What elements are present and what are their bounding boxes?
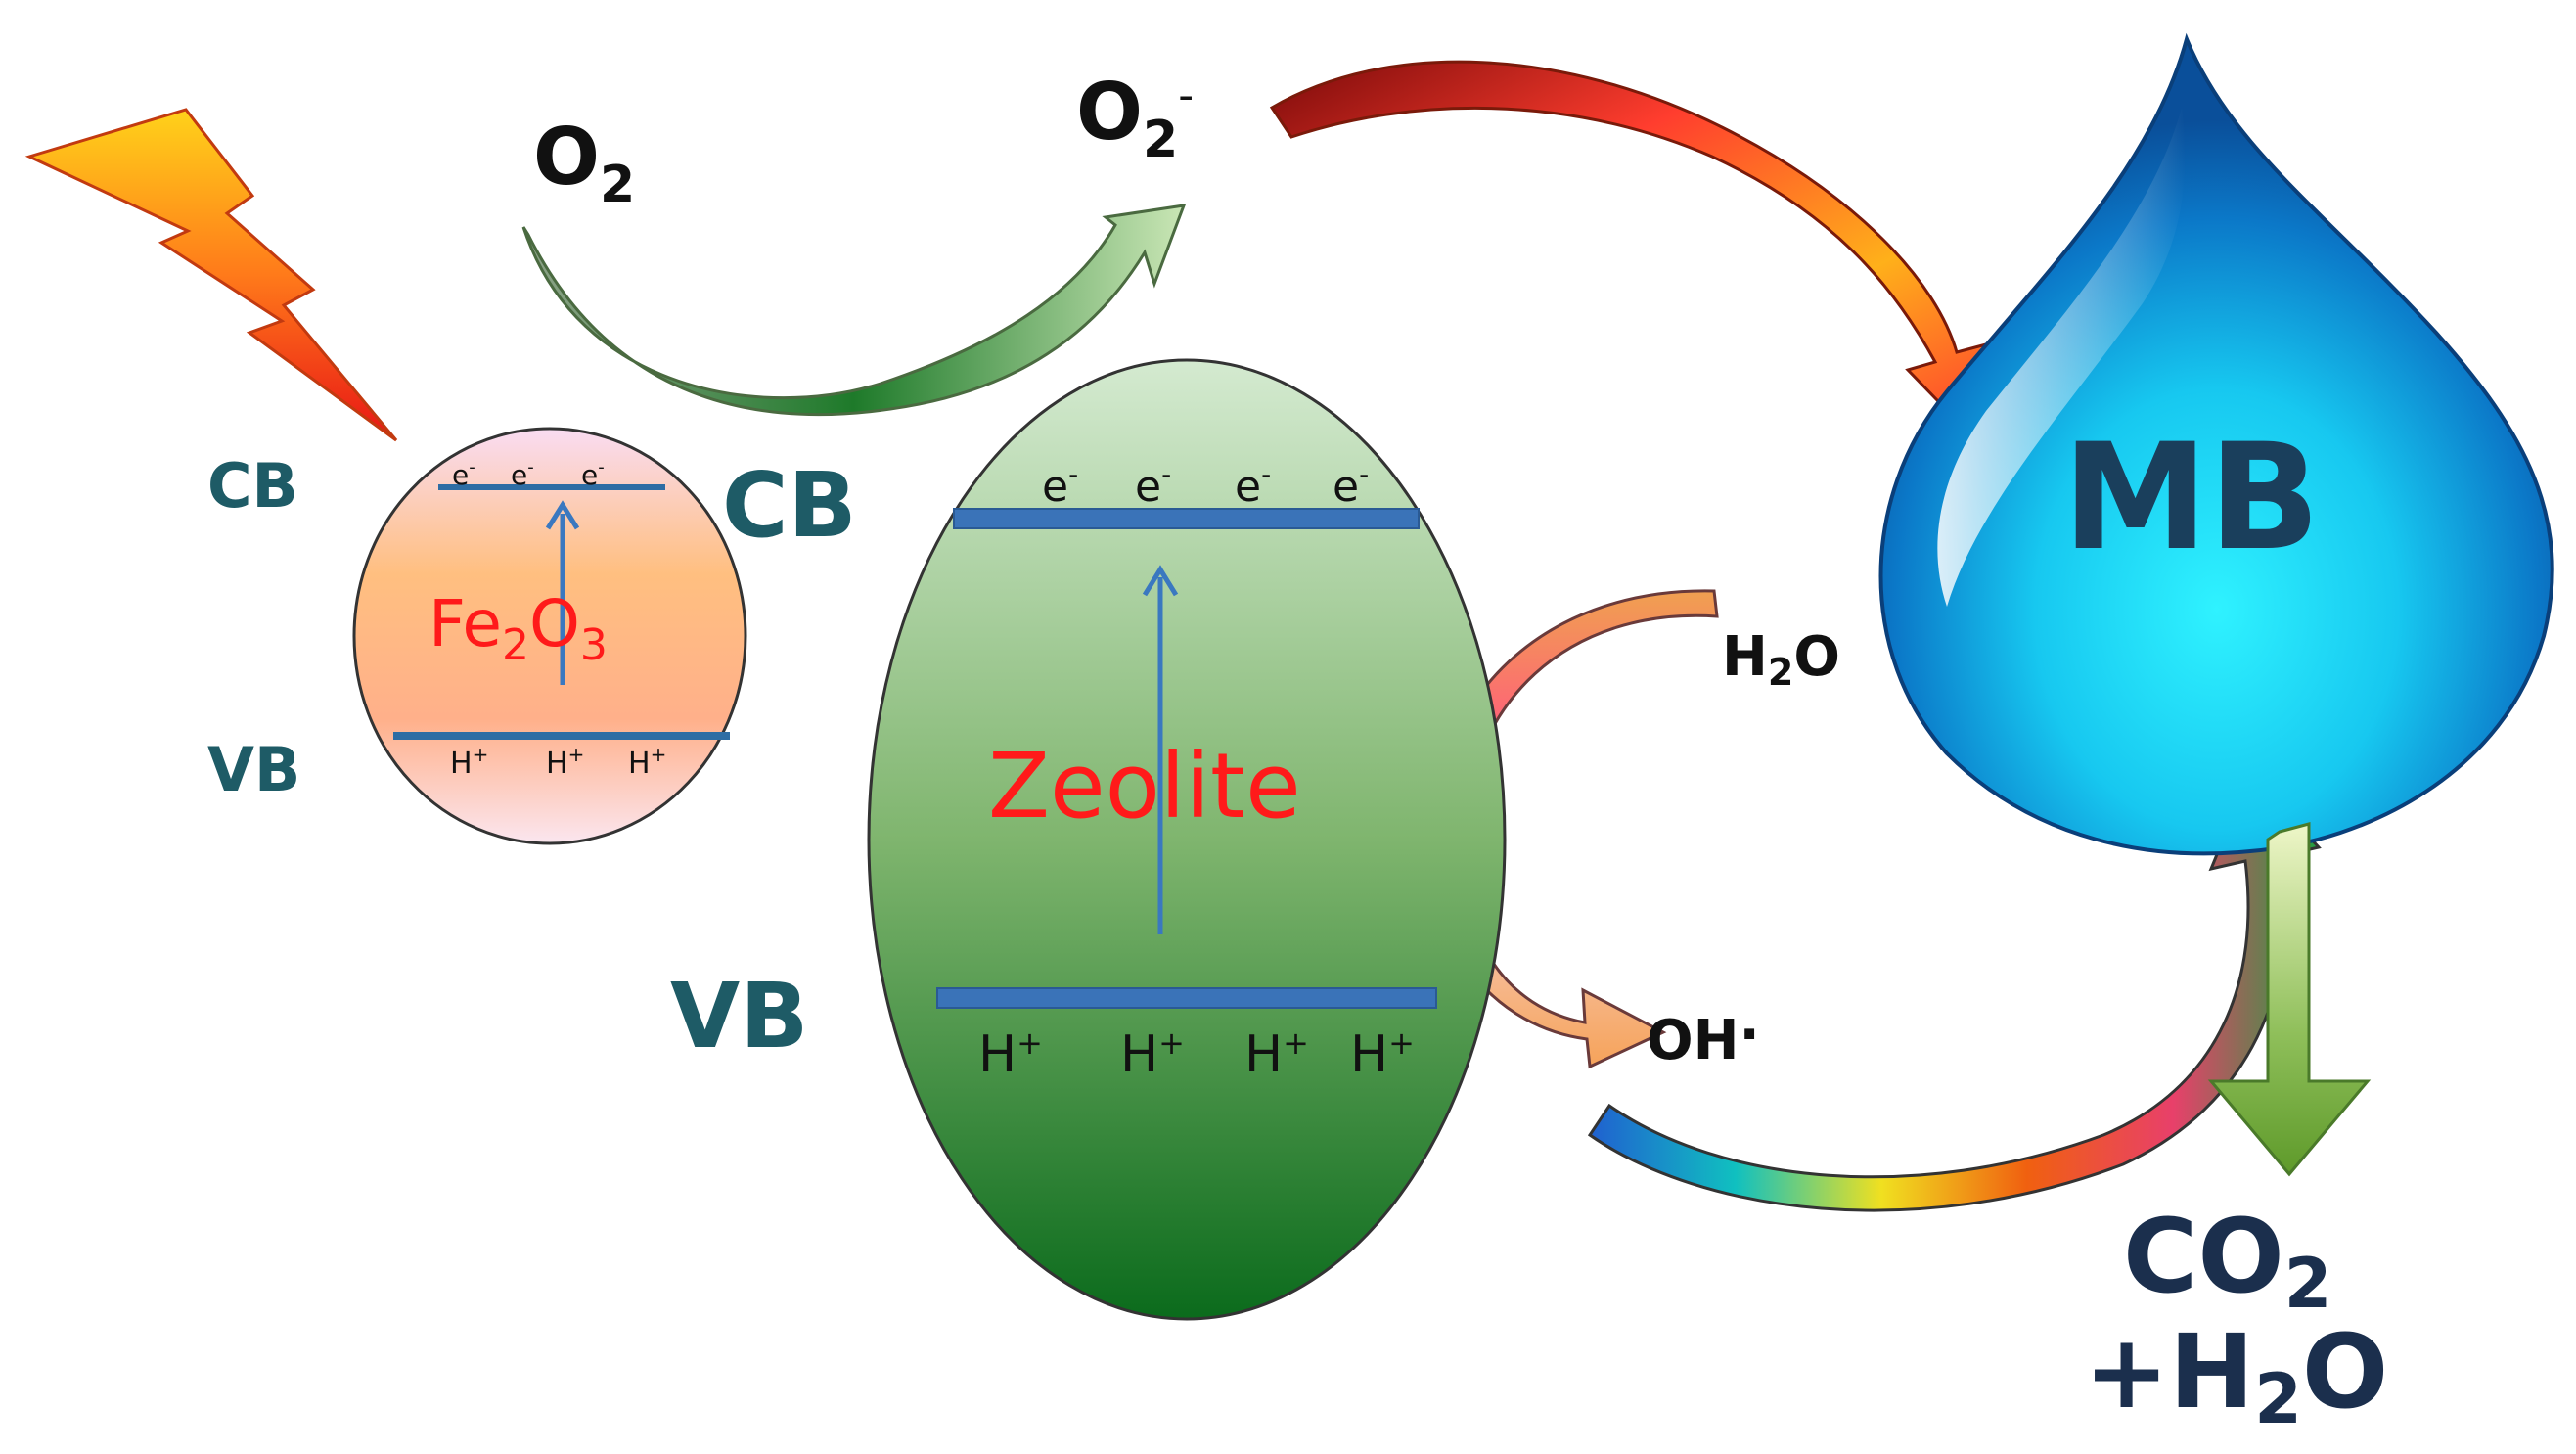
mb-label: MB: [2062, 413, 2321, 583]
fe2o3-arrowhead: [545, 500, 580, 530]
zeolite-hole: H+: [1244, 1024, 1309, 1084]
fe2o3-electron: e-: [511, 457, 534, 491]
zeolite-vb-bar: [936, 987, 1437, 1009]
drop-shine: [1937, 108, 2186, 607]
fe2o3-vb-label: VB: [207, 734, 300, 805]
fe2o3-electron: e-: [452, 457, 475, 491]
zeolite-hole: H+: [1350, 1024, 1415, 1084]
water-label: H2O: [1722, 625, 1840, 694]
zeolite-cb-label: CB: [722, 453, 857, 558]
zeolite-electron: e-: [1333, 458, 1369, 512]
fe2o3-hole: H+: [628, 743, 666, 781]
water-drop-icon: [1878, 32, 2554, 856]
zeolite-holes: H+ H+ H+ H+: [978, 1024, 1415, 1084]
zeolite-electron: e-: [1042, 458, 1078, 512]
zeolite-arrowhead: [1142, 565, 1179, 597]
fe2o3-electrons: e- e- e-: [452, 457, 605, 491]
zeolite-electron: e-: [1235, 458, 1271, 512]
fe2o3-hole: H+: [546, 743, 584, 781]
fe2o3-hole: H+: [450, 743, 488, 781]
zeolite-hole: H+: [1120, 1024, 1185, 1084]
fe2o3-cb-label: CB: [207, 450, 298, 522]
co2-label: CO2: [2123, 1197, 2331, 1324]
down-arrow-icon: [2207, 822, 2372, 1177]
fe2o3-holes: H+ H+ H+: [450, 743, 666, 781]
superoxide-label: O2-: [1076, 67, 1194, 169]
zeolite-particle: [867, 358, 1507, 1321]
zeolite-name: Zeolite: [988, 734, 1301, 839]
o2-label: O2: [533, 112, 635, 214]
zeolite-hole: H+: [978, 1024, 1043, 1084]
zeolite-vb-label: VB: [670, 964, 808, 1068]
superoxide-to-mb-arrow: [1269, 60, 1989, 434]
zeolite-electron: e-: [1135, 458, 1171, 512]
fe2o3-electron: e-: [581, 457, 605, 491]
water-product-label: +H2O: [2084, 1312, 2388, 1439]
o2-to-superoxide-arrow: [521, 204, 1187, 417]
hydroxyl-label: OH.: [1647, 989, 1760, 1072]
zeolite-cb-bar: [953, 508, 1420, 529]
zeolite-electrons: e- e- e- e-: [1042, 458, 1369, 512]
fe2o3-name: Fe2O3: [429, 586, 608, 670]
lightning-bolt-icon: [24, 108, 398, 442]
